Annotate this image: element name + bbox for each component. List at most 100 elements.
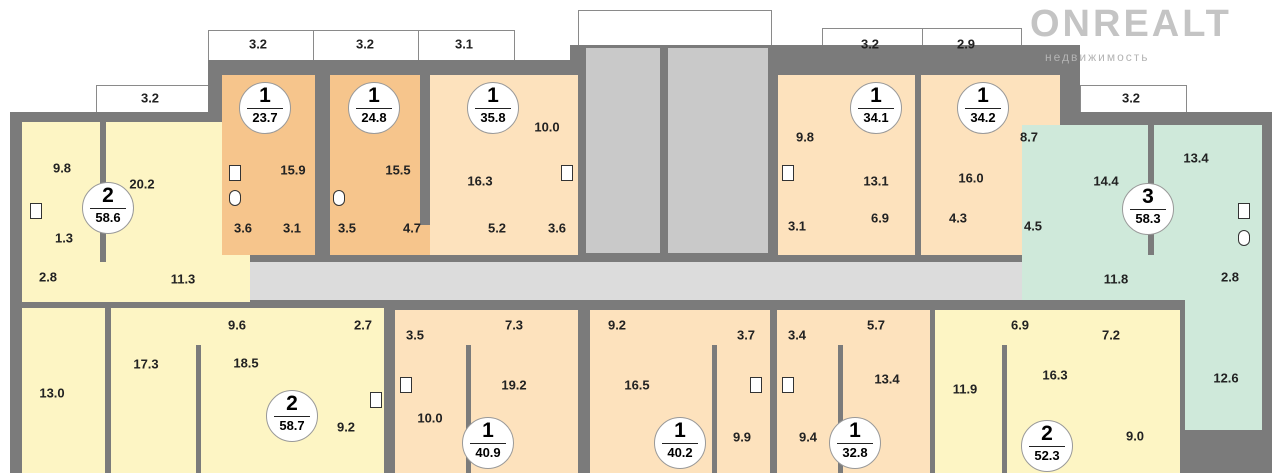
room-area: 3.6 xyxy=(547,220,567,236)
room-area: 13.4 xyxy=(874,371,900,387)
room-area: 11.8 xyxy=(1103,271,1129,287)
room-area: 3.5 xyxy=(337,220,357,236)
apartment-fill xyxy=(22,308,384,473)
room-count: 1 xyxy=(837,419,873,444)
room-area: 7.3 xyxy=(504,317,524,333)
sink-icon xyxy=(400,377,412,393)
balcony xyxy=(96,85,217,114)
stairwell xyxy=(583,48,663,253)
room-area: 13.4 xyxy=(1183,150,1209,166)
wall xyxy=(770,48,778,258)
room-area: 4.5 xyxy=(1023,218,1043,234)
room-area: 3.7 xyxy=(736,327,756,343)
room-area: 3.1 xyxy=(282,220,302,236)
total-area: 23.7 xyxy=(252,110,278,125)
room-count: 1 xyxy=(475,84,511,109)
total-area: 34.1 xyxy=(863,110,889,125)
room-count: 1 xyxy=(965,84,1001,109)
wall xyxy=(105,308,111,473)
room-area: 15.9 xyxy=(280,162,306,178)
total-area: 24.8 xyxy=(361,110,387,125)
sink-icon xyxy=(370,392,382,408)
corridor xyxy=(250,262,1022,300)
room-area: 3.5 xyxy=(405,327,425,343)
stair-balcony xyxy=(578,10,772,47)
sink-icon xyxy=(750,377,762,393)
room-area: 16.3 xyxy=(1042,367,1068,383)
sink-icon xyxy=(1238,203,1250,219)
total-area: 58.6 xyxy=(95,210,121,225)
wall xyxy=(196,345,201,473)
wall xyxy=(384,300,395,473)
room-count: 2 xyxy=(90,184,126,209)
balcony-area: 3.2 xyxy=(860,36,880,52)
total-area: 34.2 xyxy=(970,110,996,125)
room-area: 3.6 xyxy=(233,220,253,236)
room-area: 10.0 xyxy=(534,119,560,135)
room-area: 13.0 xyxy=(39,385,65,401)
wall xyxy=(915,75,921,260)
room-count: 1 xyxy=(858,84,894,109)
balcony-area: 2.9 xyxy=(956,36,976,52)
room-area: 2.7 xyxy=(353,317,373,333)
toilet-icon xyxy=(1238,230,1250,246)
room-area: 6.9 xyxy=(1010,317,1030,333)
wall xyxy=(578,300,590,473)
balcony-area: 3.1 xyxy=(454,36,474,52)
balcony xyxy=(1080,85,1187,116)
room-area: 19.2 xyxy=(501,377,527,393)
balcony xyxy=(313,30,420,63)
total-area: 32.8 xyxy=(842,445,868,460)
balcony-area: 3.2 xyxy=(355,36,375,52)
apartment-fill xyxy=(1184,300,1262,430)
wall xyxy=(578,48,586,258)
wall xyxy=(838,345,843,473)
apartment-fill xyxy=(22,122,250,302)
wall xyxy=(466,345,471,473)
wall xyxy=(1180,300,1185,473)
room-area: 9.9 xyxy=(732,429,752,445)
room-area: 16.3 xyxy=(467,173,493,189)
total-area: 40.9 xyxy=(475,445,501,460)
room-area: 11.9 xyxy=(952,381,978,397)
balcony xyxy=(418,30,515,63)
sink-icon xyxy=(30,203,42,219)
room-area: 2.8 xyxy=(1220,269,1240,285)
room-area: 5.2 xyxy=(487,220,507,236)
sink-icon xyxy=(229,165,241,181)
wall xyxy=(315,75,330,260)
room-area: 9.8 xyxy=(795,129,815,145)
wall xyxy=(770,300,777,473)
watermark-tagline: недвижимость xyxy=(1045,50,1150,64)
room-area: 9.8 xyxy=(52,160,72,176)
room-area: 8.7 xyxy=(1019,129,1039,145)
room-area: 16.5 xyxy=(624,377,650,393)
sink-icon xyxy=(561,165,573,181)
room-count: 2 xyxy=(1029,422,1065,447)
wall xyxy=(1060,75,1068,125)
room-area: 5.7 xyxy=(866,317,886,333)
room-area: 11.3 xyxy=(170,271,196,287)
room-area: 14.4 xyxy=(1093,173,1119,189)
room-area: 12.6 xyxy=(1213,370,1239,386)
wall xyxy=(420,75,430,225)
sink-icon xyxy=(782,377,794,393)
total-area: 58.7 xyxy=(279,418,305,433)
room-area: 4.3 xyxy=(948,210,968,226)
room-area: 7.2 xyxy=(1101,327,1121,343)
room-area: 2.8 xyxy=(38,269,58,285)
room-count: 1 xyxy=(470,419,506,444)
room-area: 1.3 xyxy=(54,230,74,246)
